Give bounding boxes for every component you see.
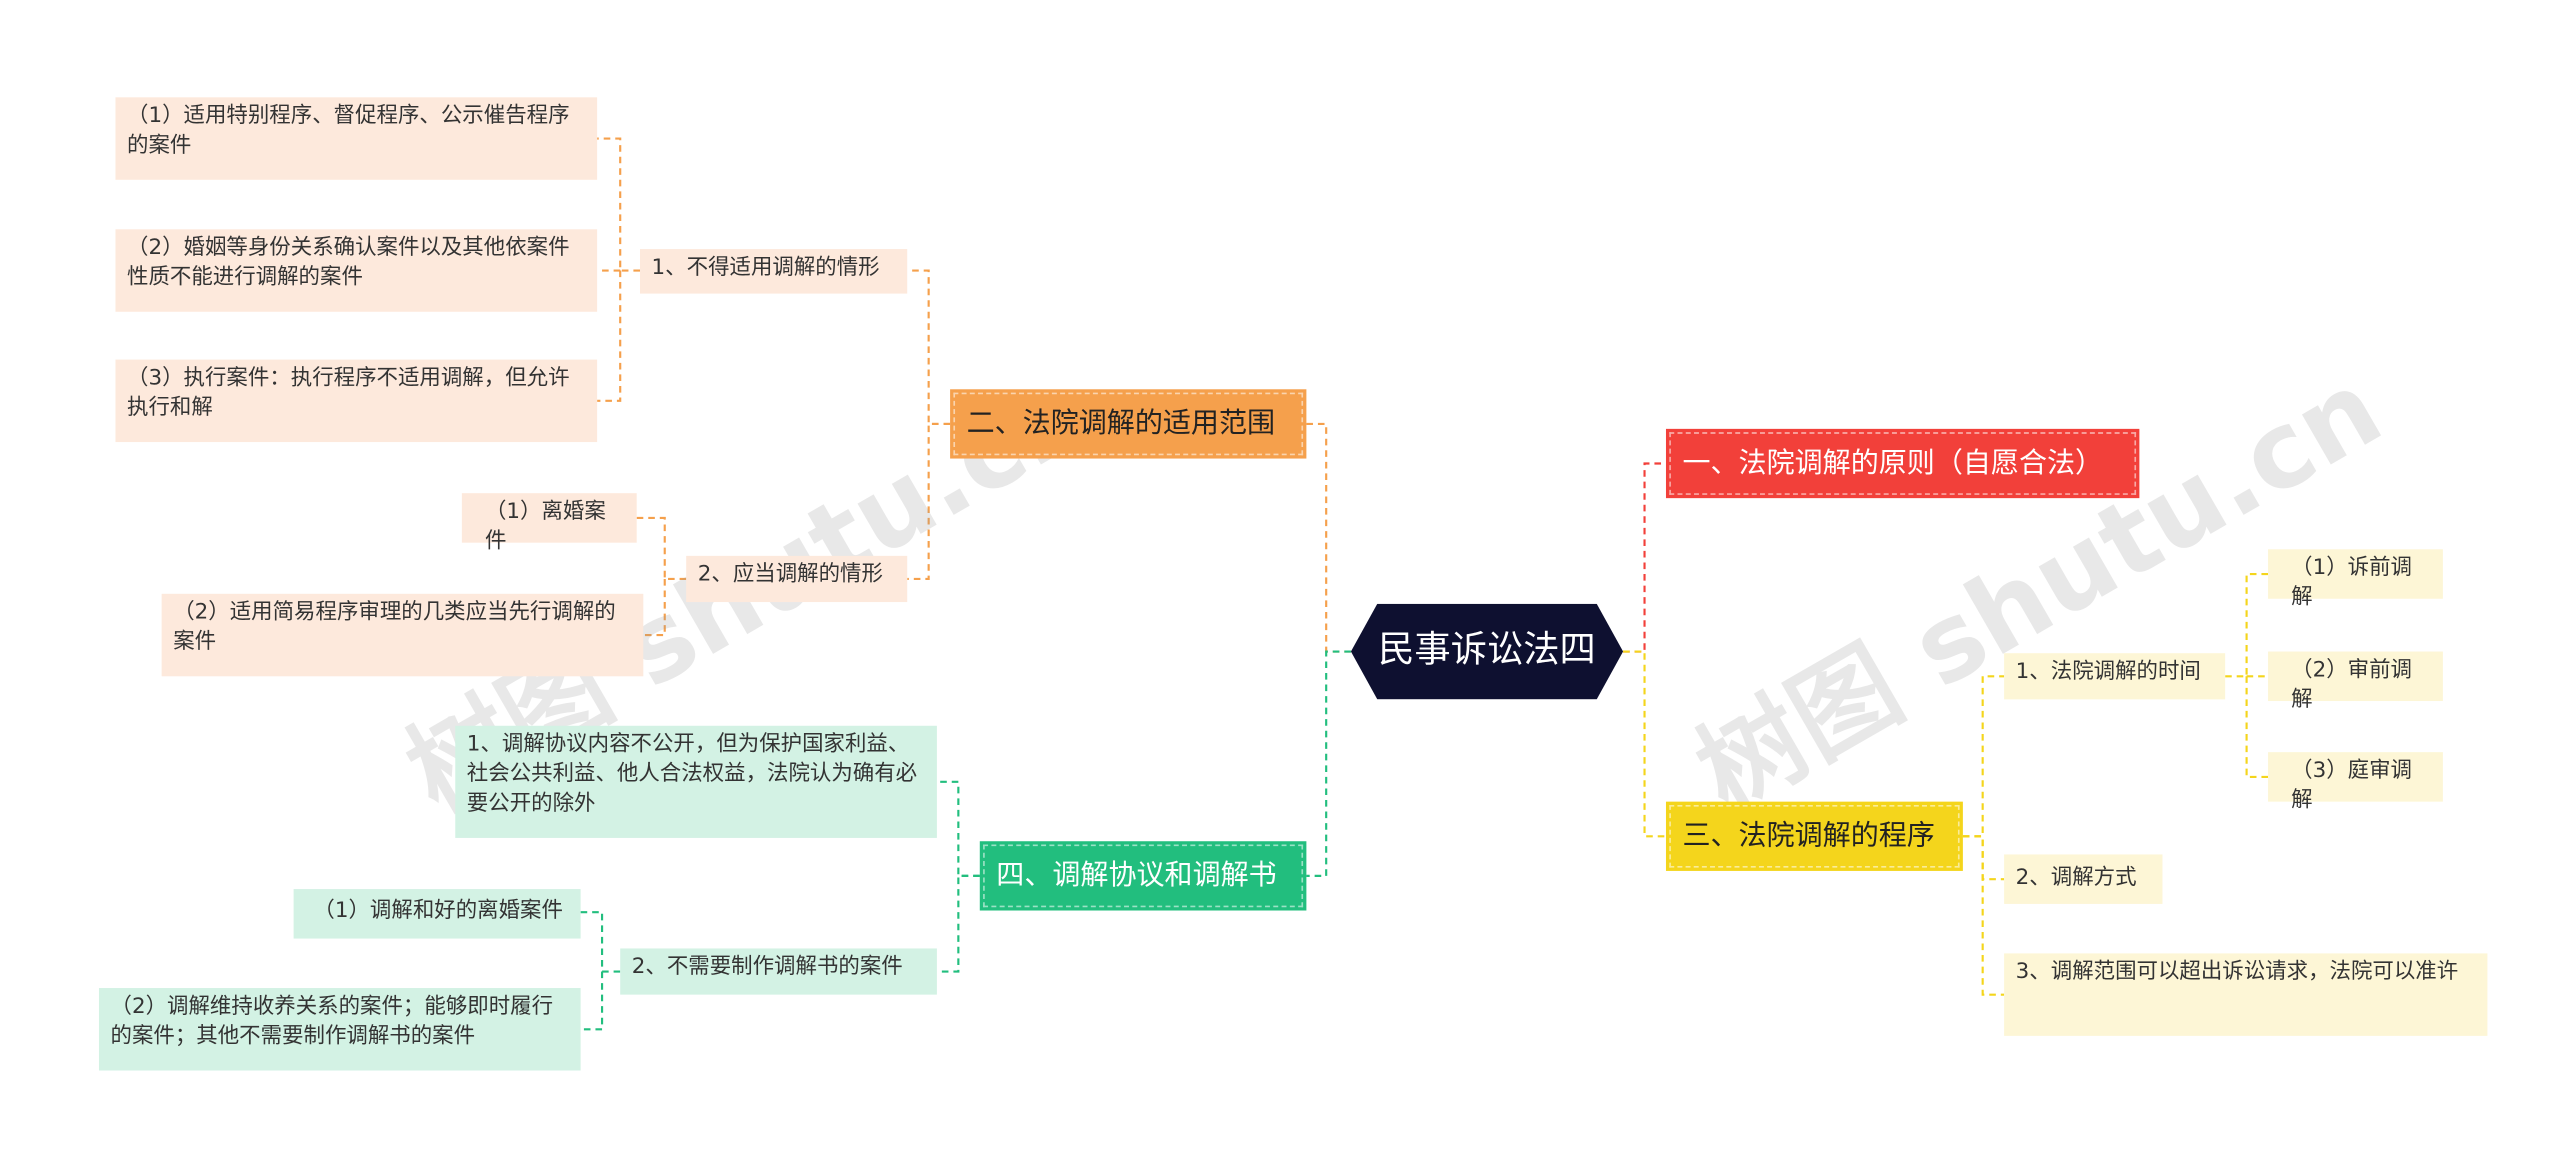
branch-procedure[interactable]: 三、法院调解的程序 — [1665, 801, 1963, 871]
link-root-b3 — [1623, 650, 1666, 838]
link-b4sub2-items — [580, 911, 621, 1031]
scope-item-special-procedure[interactable]: （1）适用特别程序、督促程序、公示催告程序的案件 — [115, 97, 598, 180]
agreement-no-document[interactable]: 2、不需要制作调解书的案件 — [620, 948, 937, 995]
link-sub2-items — [636, 516, 687, 637]
link-root-b1 — [1623, 462, 1666, 653]
scope-item-divorce[interactable]: （1）离婚案件 — [461, 493, 637, 554]
link-b2-sub1 — [907, 269, 951, 425]
scope-not-applicable[interactable]: 1、不得适用调解的情形 — [639, 249, 908, 294]
procedure-time-pre-trial[interactable]: （2）审前调解 — [2268, 651, 2443, 713]
root-node[interactable]: 民事诉讼法四 — [1351, 604, 1623, 700]
link-b4-sub2 — [936, 874, 980, 973]
procedure-method[interactable]: 2、调解方式 — [2004, 854, 2163, 904]
link-root-b4 — [1306, 650, 1351, 877]
branch-scope[interactable]: 二、法院调解的适用范围 — [950, 389, 1307, 459]
link-b3-sub3 — [1962, 835, 2005, 996]
link-b2-sub2 — [907, 422, 951, 581]
link-b3sub1-items — [2225, 572, 2269, 778]
procedure-scope[interactable]: 3、调解范围可以超出诉讼请求，法院可以准许 — [2004, 953, 2488, 1036]
scope-should-mediate[interactable]: 2、应当调解的情形 — [686, 555, 908, 603]
scope-item-execution[interactable]: （3）执行案件：执行程序不适用调解，但允许执行和解 — [115, 359, 598, 443]
agreement-not-public[interactable]: 1、调解协议内容不公开，但为保护国家利益、社会公共利益、他人合法权益，法院认为确… — [455, 725, 937, 838]
agreement-item-reconciled-divorce[interactable]: （1）调解和好的离婚案件 — [293, 889, 581, 939]
scope-item-identity-cases[interactable]: （2）婚姻等身份关系确认案件以及其他依案件性质不能进行调解的案件 — [115, 229, 598, 312]
agreement-item-adoption[interactable]: （2）调解维持收养关系的案件；能够即时履行的案件；其他不需要制作调解书的案件 — [98, 988, 581, 1071]
link-b3-sub1 — [1962, 675, 2005, 838]
procedure-time[interactable]: 1、法院调解的时间 — [2004, 653, 2226, 700]
branch-agreement[interactable]: 四、调解协议和调解书 — [979, 841, 1307, 911]
link-sub1-items — [597, 137, 640, 402]
link-b4-sub1 — [936, 780, 980, 877]
scope-item-simple-procedure[interactable]: （2）适用简易程序审理的几类应当先行调解的案件 — [161, 593, 644, 677]
procedure-time-in-trial[interactable]: （3）庭审调解 — [2268, 752, 2443, 813]
procedure-time-pre-litigation[interactable]: （1）诉前调解 — [2268, 549, 2443, 610]
link-root-b2 — [1306, 422, 1351, 653]
branch-principle[interactable]: 一、法院调解的原则（自愿合法） — [1665, 428, 2140, 499]
